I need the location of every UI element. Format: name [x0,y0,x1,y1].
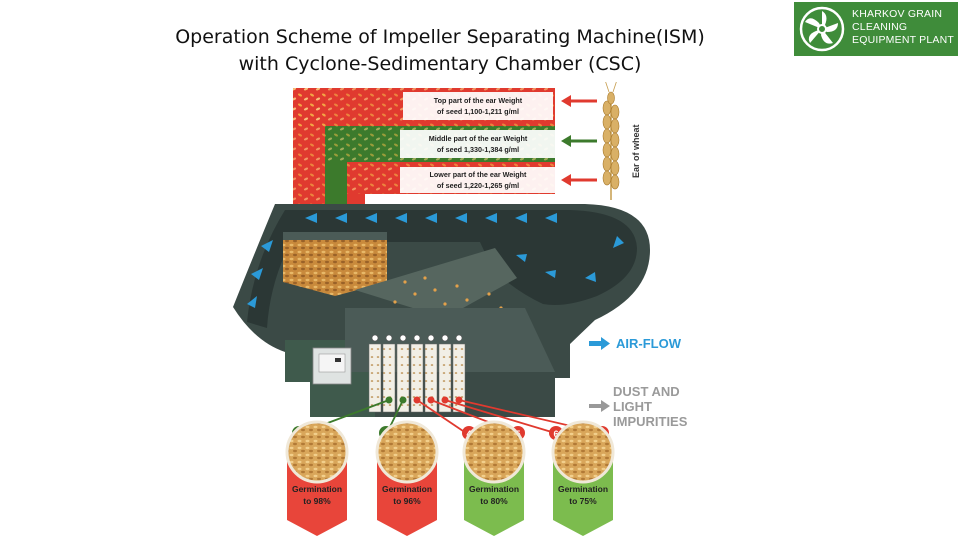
dust-label-line-3: IMPURITIES [613,414,688,429]
result-4: Germination to 75% [551,420,615,536]
impeller-logo-icon [799,6,845,52]
title-line-1: Operation Scheme of Impeller Separating … [175,26,705,48]
logo-text-line-2: CLEANING [852,21,908,33]
logo-text-line-1: KHARKOV GRAIN [852,8,943,20]
wheat-ear-icon [602,82,620,200]
ear-middle-label: Middle part of the ear Weight [429,134,528,143]
result-3: Germination to 80% [462,420,526,536]
dust-legend: DUST AND LIGHT IMPURITIES [589,384,688,429]
outlet-number-6: 6 [553,429,558,439]
germination-value-1: to 98% [303,496,331,506]
page-title: Operation Scheme of Impeller Separating … [120,24,760,78]
outlet-tubes [368,334,466,413]
result-2: Germination to 96% [375,420,439,536]
ear-label-boxes: Top part of the ear Weight of seed 1,100… [400,92,555,193]
ear-arrows [561,95,597,186]
company-logo: KHARKOV GRAIN CLEANING EQUIPMENT PLANT [794,2,958,56]
ear-top-label: Top part of the ear Weight [434,96,523,105]
ear-top-value: of seed 1,100-1,211 g/ml [437,107,519,116]
dust-label-line-1: DUST AND [613,384,680,399]
germination-value-4: to 75% [569,496,597,506]
germination-label-3: Germination [469,484,519,494]
dust-label-line-2: LIGHT [613,399,652,414]
logo-text-line-3: EQUIPMENT PLANT [852,34,954,46]
title-line-2: with Cyclone-Sedimentary Chamber (CSC) [238,53,642,75]
germination-label-1: Germination [292,484,342,494]
ear-lower-value: of seed 1,220-1,265 g/ml [437,181,519,190]
germination-results: Germination to 98% Germination to 96% Ge… [285,420,615,536]
germination-label-2: Germination [382,484,432,494]
result-1: Germination to 98% [285,420,349,536]
germination-label-4: Germination [558,484,608,494]
germination-value-2: to 96% [393,496,421,506]
control-panel [312,347,352,385]
airflow-legend: AIR-FLOW [589,336,682,351]
airflow-label: AIR-FLOW [616,336,682,351]
machine-scheme-diagram: Top part of the ear Weight of seed 1,100… [233,82,688,536]
ear-of-wheat-label: Ear of wheat [631,124,641,178]
ear-lower-label: Lower part of the ear Weight [430,170,528,179]
ear-middle-value: of seed 1,330-1,384 g/ml [437,145,519,154]
airflow-arrows [247,213,624,308]
germination-value-3: to 80% [480,496,508,506]
